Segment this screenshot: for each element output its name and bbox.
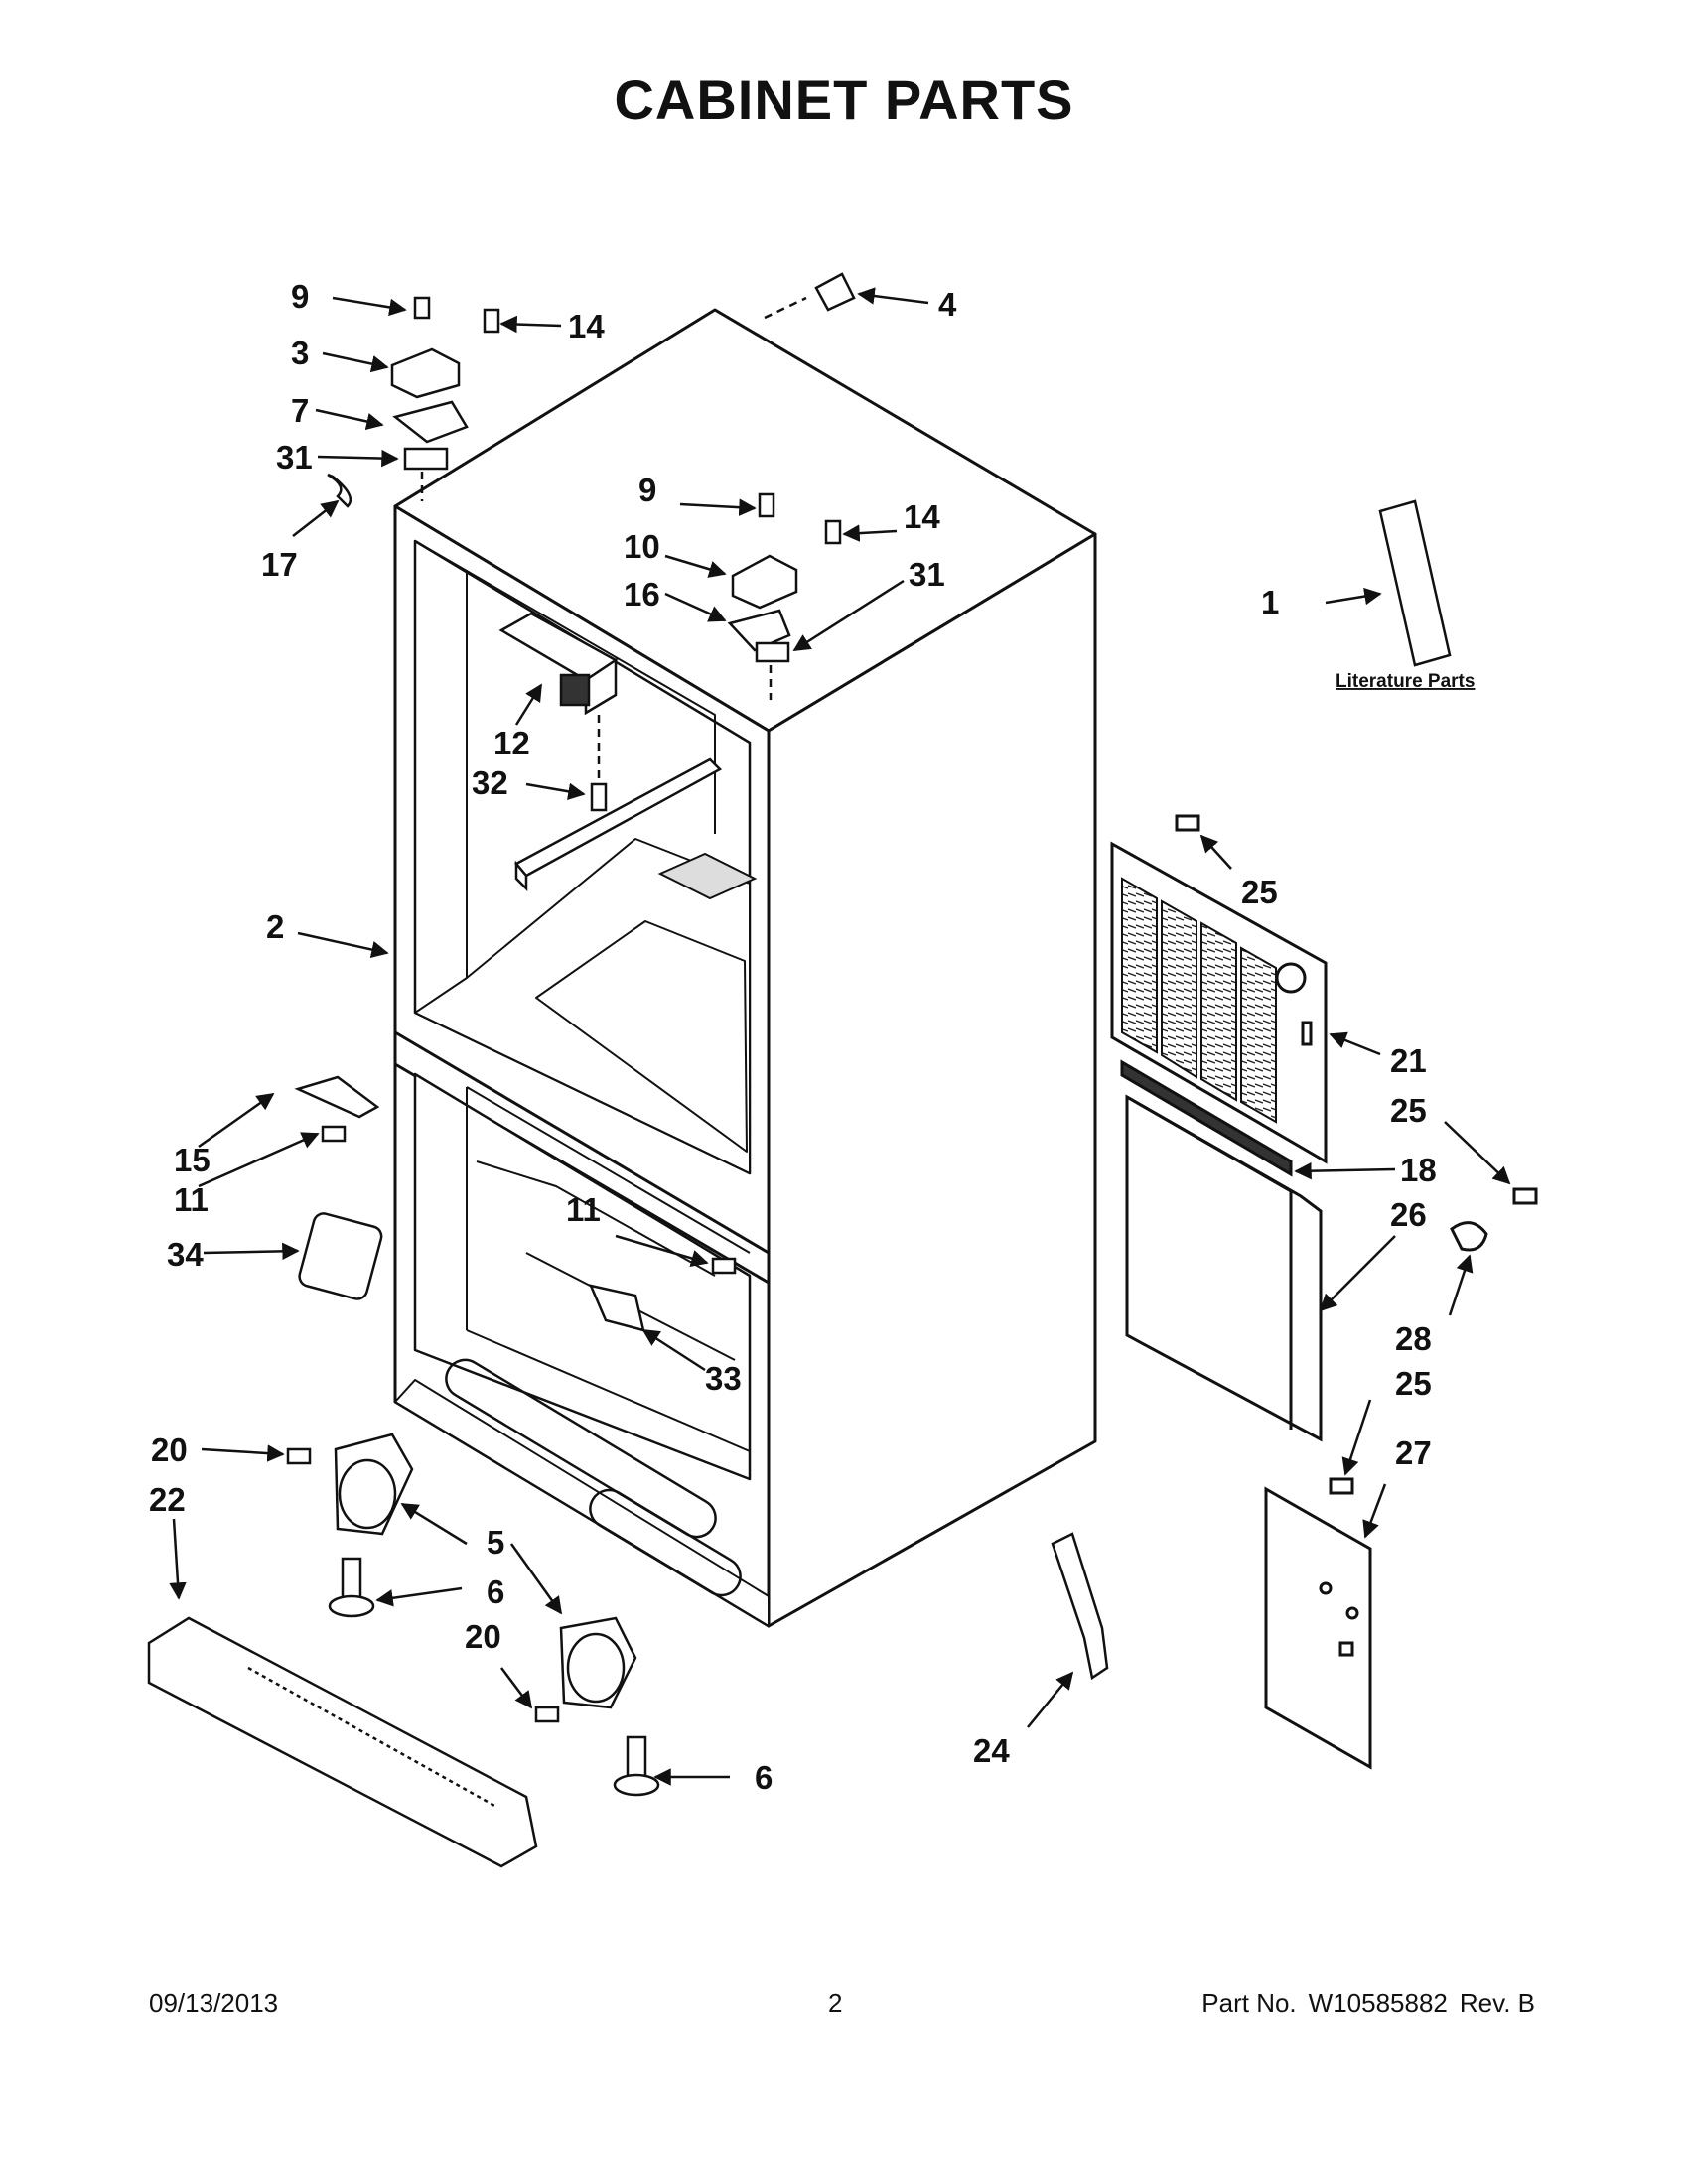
screw-14-mid (824, 519, 842, 545)
cover-27 (1264, 1486, 1372, 1770)
screw-25-c (1329, 1477, 1354, 1495)
callout-31: 31 (276, 439, 313, 476)
hinge-7 (392, 400, 469, 444)
callout-14: 14 (568, 308, 605, 344)
screw-20-right (534, 1706, 560, 1723)
callout-9: 9 (291, 278, 309, 315)
callout-17: 17 (261, 546, 298, 583)
callout-25: 25 (1241, 874, 1278, 910)
callout-9: 9 (638, 472, 656, 508)
literature-pack-1 (1378, 499, 1452, 667)
callout-14: 14 (904, 498, 940, 535)
screw-9-mid (758, 492, 775, 518)
screw-14-top-left (483, 308, 500, 334)
screw-32 (590, 782, 608, 812)
footer-date: 09/13/2013 (149, 1988, 279, 2018)
callout-6: 6 (487, 1573, 504, 1610)
part-label: Part No. (1201, 1988, 1297, 2018)
callout-25: 25 (1395, 1365, 1432, 1402)
hinge-cover-3 (390, 347, 461, 399)
drain-tube-24 (1051, 1532, 1109, 1681)
leg-6-right (626, 1735, 647, 1779)
screw-25-a (1175, 814, 1200, 832)
rear-panels (1110, 814, 1538, 1770)
page-title: CABINET PARTS (614, 68, 1074, 131)
callout-27: 27 (1395, 1434, 1432, 1471)
footer-part-number: Part No. W10585882 Rev. B (1190, 1988, 1535, 2019)
control-housing-part-12 (498, 612, 619, 716)
callout-20: 20 (465, 1618, 501, 1655)
callout-12: 12 (493, 725, 530, 761)
callout-21: 21 (1390, 1042, 1427, 1079)
callout-16: 16 (624, 576, 660, 613)
revision: Rev. B (1459, 1988, 1535, 2018)
callout-1: 1 (1261, 584, 1279, 620)
callout-10: 10 (624, 528, 660, 565)
part-number: W10585882 (1308, 1988, 1448, 2018)
shelf-rail (514, 757, 723, 892)
callout-34: 34 (167, 1236, 204, 1273)
floor-vent (657, 852, 758, 900)
callout-11: 11 (174, 1181, 209, 1218)
callout-labels: 9 14 3 7 31 17 4 9 14 10 16 31 1 Literat… (149, 278, 1475, 1796)
screw-9-top-left (413, 296, 431, 320)
callout-4: 4 (938, 286, 957, 323)
hinge-16 (727, 609, 791, 652)
toe-grille-22 (147, 1616, 538, 1868)
callout-33: 33 (705, 1360, 742, 1397)
callout-31: 31 (909, 556, 945, 593)
literature-parts-label: Literature Parts (1336, 671, 1475, 692)
label-4 (814, 272, 856, 312)
callout-5: 5 (487, 1524, 504, 1561)
callout-11: 11 (566, 1191, 601, 1228)
callout-24: 24 (973, 1732, 1010, 1769)
callout-26: 26 (1390, 1196, 1427, 1233)
screw-11-inner (711, 1257, 737, 1275)
callout-18: 18 (1400, 1152, 1437, 1188)
bracket-15 (294, 1075, 380, 1119)
cover-34 (298, 1212, 383, 1300)
callout-15: 15 (174, 1142, 211, 1178)
callout-6: 6 (755, 1759, 773, 1796)
callout-7: 7 (291, 392, 309, 429)
callout-28: 28 (1395, 1320, 1432, 1357)
clip-28 (1450, 1221, 1488, 1252)
screw-20-left (286, 1447, 312, 1465)
footer-page-number: 2 (828, 1988, 843, 2018)
callout-3: 3 (291, 335, 309, 371)
callout-2: 2 (266, 908, 284, 945)
screw-25-b (1512, 1187, 1538, 1205)
hinge-10 (731, 554, 798, 610)
leader-arrows (169, 287, 1511, 1786)
screw-11-left (321, 1125, 347, 1143)
callout-32: 32 (472, 764, 508, 801)
callout-20: 20 (151, 1432, 188, 1468)
shim-31-mid (755, 641, 790, 663)
leg-6-left (341, 1557, 362, 1600)
plug-17 (327, 473, 352, 508)
shim-31-left (403, 447, 449, 471)
callout-22: 22 (149, 1481, 186, 1518)
callout-25: 25 (1390, 1092, 1427, 1129)
